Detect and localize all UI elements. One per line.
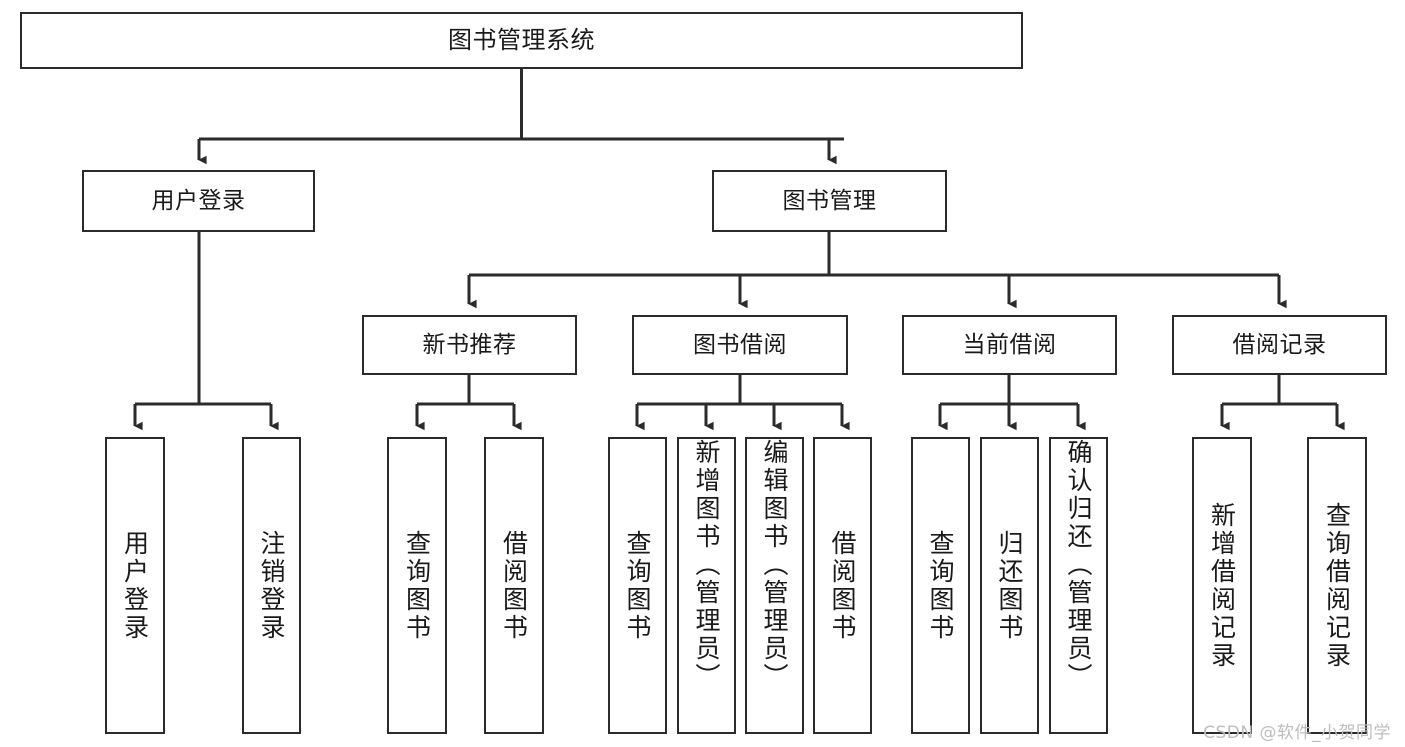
- node-leaf-query-books-borrowing[interactable]: 查询图书: [608, 437, 667, 734]
- node-label: 用户登录: [151, 187, 246, 214]
- node-label: 用户登录: [120, 529, 150, 642]
- node-label: 查询图书: [926, 529, 955, 642]
- node-leaf-query-books-current[interactable]: 查询图书: [911, 437, 970, 734]
- node-label: 编辑图书（管理员）: [760, 439, 789, 691]
- node-borrowing-records[interactable]: 借阅记录: [1172, 315, 1387, 375]
- node-label: 查询图书: [402, 529, 432, 642]
- node-leaf-return-books[interactable]: 归还图书: [980, 437, 1039, 734]
- node-leaf-query-books-recommendation[interactable]: 查询图书: [387, 437, 447, 734]
- node-book-management[interactable]: 图书管理: [712, 170, 947, 232]
- node-label: 图书管理系统: [448, 25, 595, 54]
- node-new-book-recommendation[interactable]: 新书推荐: [362, 315, 577, 375]
- node-leaf-edit-book-admin[interactable]: 编辑图书（管理员）: [745, 437, 804, 734]
- node-user-login[interactable]: 用户登录: [82, 170, 315, 232]
- node-label: 归还图书: [995, 529, 1024, 642]
- node-current-borrowing[interactable]: 当前借阅: [902, 315, 1117, 375]
- watermark-text: CSDN @软件_小贺同学: [1203, 723, 1391, 743]
- node-label: 确认归还（管理员）: [1064, 439, 1093, 691]
- node-leaf-borrow-books-borrowing[interactable]: 借阅图书: [813, 437, 872, 734]
- node-leaf-logout[interactable]: 注销登录: [242, 437, 301, 734]
- node-label: 查询借阅记录: [1322, 501, 1352, 670]
- node-label: 查询图书: [623, 529, 652, 642]
- node-leaf-query-borrowing-record[interactable]: 查询借阅记录: [1307, 437, 1367, 734]
- node-label: 新书推荐: [422, 331, 517, 358]
- node-label: 借阅图书: [499, 529, 529, 642]
- node-leaf-borrow-books-recommendation[interactable]: 借阅图书: [484, 437, 544, 734]
- node-label: 新增图书（管理员）: [692, 439, 721, 691]
- node-label: 当前借阅: [962, 331, 1057, 358]
- node-label: 借阅图书: [828, 529, 857, 642]
- node-label: 图书管理: [782, 187, 877, 214]
- node-label: 新增借阅记录: [1207, 501, 1237, 670]
- node-root-book-management-system[interactable]: 图书管理系统: [20, 12, 1023, 69]
- node-book-borrowing[interactable]: 图书借阅: [632, 315, 848, 375]
- node-leaf-add-book-admin[interactable]: 新增图书（管理员）: [677, 437, 736, 734]
- node-leaf-add-borrowing-record[interactable]: 新增借阅记录: [1192, 437, 1252, 734]
- node-label: 注销登录: [257, 529, 286, 642]
- node-label: 借阅记录: [1232, 331, 1327, 358]
- node-label: 图书借阅: [693, 331, 787, 358]
- node-leaf-user-login[interactable]: 用户登录: [105, 437, 165, 734]
- node-leaf-confirm-return-admin[interactable]: 确认归还（管理员）: [1049, 437, 1108, 734]
